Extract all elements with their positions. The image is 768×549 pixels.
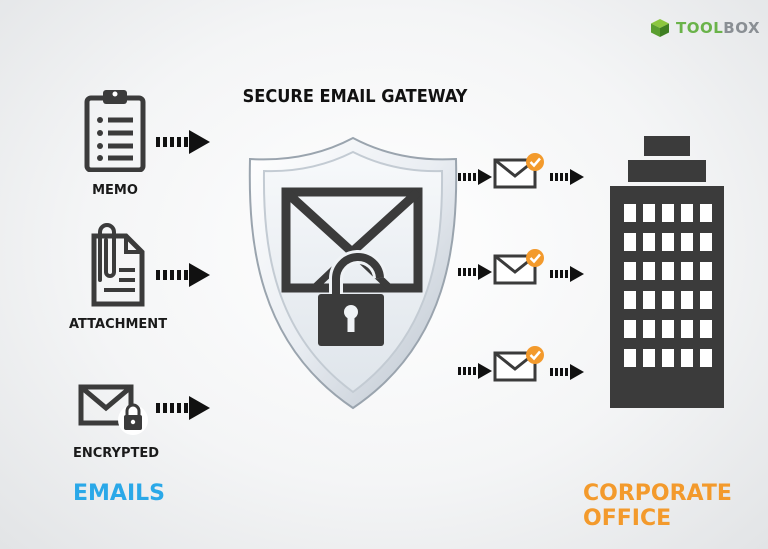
verified-envelope-icon <box>493 249 544 285</box>
small-dotted-arrow-icon <box>458 264 492 280</box>
small-dotted-arrow-icon <box>550 364 584 380</box>
dotted-arrow-icon <box>156 396 210 420</box>
clipboard-icon <box>84 90 146 172</box>
cube-icon <box>651 19 669 37</box>
paperclip-document-icon <box>91 223 145 307</box>
shield-envelope-padlock-icon <box>248 136 458 410</box>
small-dotted-arrow-icon <box>458 363 492 379</box>
logo-text-part2: BOX <box>723 19 761 37</box>
small-dotted-arrow-icon <box>458 169 492 185</box>
small-dotted-arrow-icon <box>550 169 584 185</box>
small-dotted-arrow-icon <box>550 266 584 282</box>
verified-envelope-icon <box>493 153 544 189</box>
locked-envelope-icon <box>78 384 148 435</box>
input-label-attachment: ATTACHMENT <box>68 317 168 332</box>
logo-text: TOOLBOX <box>676 19 760 37</box>
verified-envelope-icon <box>493 346 544 382</box>
logo-text-part1: TOOL <box>676 19 724 37</box>
office-building-icon <box>610 136 724 408</box>
input-label-memo: MEMO <box>92 183 138 198</box>
dotted-arrow-icon <box>156 263 210 287</box>
input-label-encrypted: ENCRYPTED <box>72 446 160 461</box>
dotted-arrow-icon <box>156 130 210 154</box>
diagram-title: SECURE EMAIL GATEWAY <box>242 86 468 107</box>
corporate-office-label: CORPORATE OFFICE <box>583 481 732 531</box>
toolbox-logo: TOOLBOX <box>650 18 760 38</box>
emails-label: EMAILS <box>73 481 165 506</box>
